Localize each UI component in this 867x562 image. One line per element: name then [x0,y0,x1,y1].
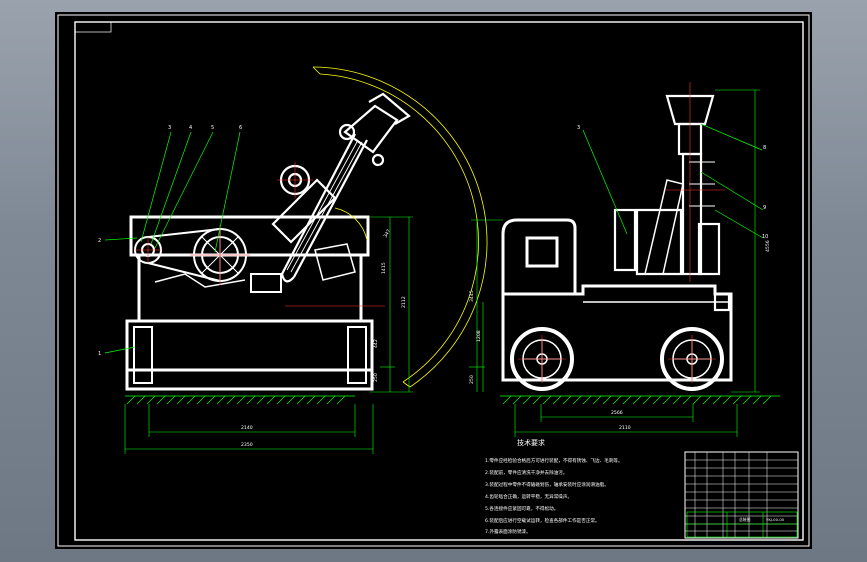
front-part-label: 1 [98,351,101,357]
side-ground-hatch [500,395,780,405]
title-block: 总装图 YKJ-00-00 [684,451,799,539]
note-line: 1.零件应经检验合格后方可进行装配，不得有锈蚀、飞边、毛刺等。 [485,457,623,464]
front-part-label: 2 [98,238,101,244]
front-part-labels: 2 1 3 4 5 6 [98,125,242,357]
title-block-drawing-no: YKJ-00-00 [766,517,785,522]
title-block-lower [686,511,798,538]
side-part-label: 3 [577,125,580,131]
note-line: 7.外露表面涂防锈漆。 [485,528,531,535]
side-part-label: 10 [762,234,768,240]
drawing-sheet: 2 1 3 4 5 6 2140 2350 1415 2112 442 [55,12,812,549]
front-base [125,215,374,391]
front-part-label: 5 [211,125,214,131]
side-mast [613,94,731,312]
front-leaders [104,131,241,354]
front-dim-label: 1415 [381,262,387,274]
side-part-label: 9 [763,205,766,211]
front-centerlines [135,162,385,307]
note-line: 5.各连接件应紧固可靠，不得松动。 [485,505,558,512]
front-swing-arm [271,92,411,283]
front-part-label: 3 [168,125,171,131]
front-view: 2 1 3 4 5 6 2140 2350 1415 2112 442 [98,66,488,454]
side-view: 3 8 9 10 2110 2566 3445 1208 250 [469,82,780,437]
front-dim-label: 2350 [241,442,253,448]
side-part-labels: 3 8 9 10 [577,125,768,240]
inner-frame [74,21,804,541]
front-part-label: 4 [189,125,192,131]
outer-frame [57,14,810,547]
note-line: 2.装配前，零件应清洗干净并去除油污。 [485,469,567,476]
note-line: 3.装配过程中零件不得磕碰划伤，轴承安装时应涂润滑油脂。 [485,481,609,488]
title-block-name: 总装图 [739,517,751,522]
front-dim-label: 442 [373,339,379,348]
front-dim-label: 2140 [241,425,253,431]
side-dim-labels: 2110 2566 3445 1208 250 4556 [469,240,771,431]
side-dim-label: 4556 [765,240,771,252]
front-part-label: 6 [239,125,242,131]
notes-title: 技术要求 [517,438,545,447]
side-dim-label: 2110 [619,425,631,431]
front-dim-labels: 2140 2350 1415 2112 442 250 347 [241,228,407,448]
front-dim-label: 347 [383,228,393,239]
side-centerlines [518,82,725,383]
side-dim-label: 1208 [476,330,482,342]
front-dimensions [124,216,413,454]
cad-drawing: 2 1 3 4 5 6 2140 2350 1415 2112 442 [57,14,810,547]
front-dim-label: 2112 [401,296,407,308]
side-dim-label: 250 [469,375,475,384]
technical-notes: 技术要求 1.零件应经检验合格后方可进行装配，不得有锈蚀、飞边、毛刺等。 2.装… [485,438,623,535]
side-part-label: 8 [763,145,766,151]
note-line: 6.装配后应进行空载试运转，检查各部件工作是否正常。 [485,517,600,524]
note-line: 4.齿轮啮合正确，运转平稳，无异常噪声。 [485,493,572,500]
side-dim-label: 3445 [469,290,475,302]
title-block-grid [685,452,798,538]
front-dim-label: 250 [373,373,379,382]
frame-corner-box [74,21,112,33]
side-dimensions [469,89,760,437]
front-drive [134,228,282,293]
front-ground-hatch [125,395,355,405]
front-swing-arc [312,66,488,388]
side-dim-label: 2566 [611,410,623,416]
